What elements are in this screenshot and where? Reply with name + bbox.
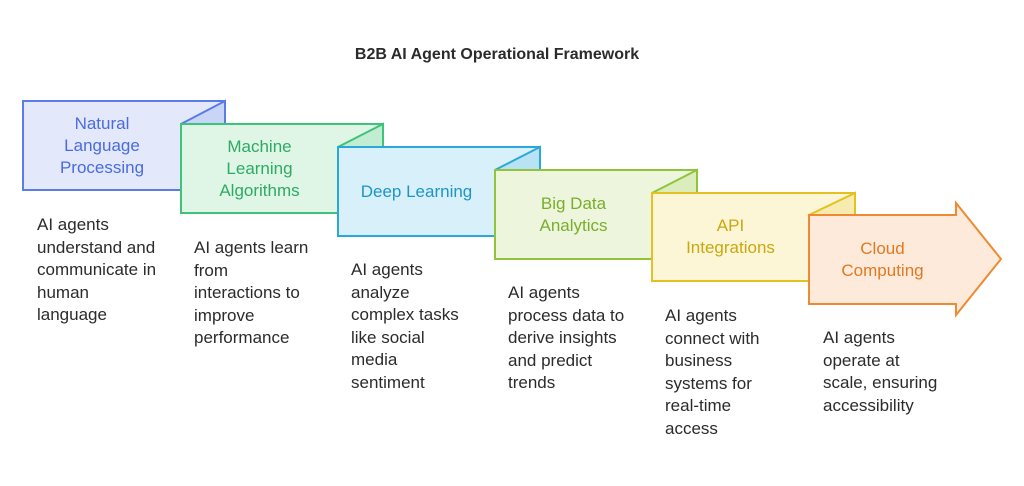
stage-4-label: Big Data Analytics [539, 193, 608, 235]
stage-2-label: Machine Learning Algorithms [219, 136, 300, 200]
stage-2-shape [180, 122, 384, 214]
diagram-title: B2B AI Agent Operational Framework [354, 46, 640, 63]
stage-2-description: AI agents learn from interactions to imp… [194, 238, 309, 347]
stage-1-description: AI agents understand and communicate in … [37, 215, 157, 324]
stage-6-label: Cloud Computing [841, 238, 924, 280]
stage-3-shape [337, 145, 541, 237]
stage-3-label: Deep Learning [360, 181, 473, 201]
stage-6-description: AI agents operate at scale, ensuring acc… [823, 328, 938, 415]
stage-6-shape [808, 200, 1003, 318]
stage-6-arrow [808, 200, 1003, 318]
stage-4-shape [494, 168, 698, 260]
stage-3-description: AI agents analyze complex tasks like soc… [351, 260, 459, 392]
stage-1-label: Natural Language Processing [59, 113, 145, 177]
stage-5-label: API Integrations [686, 216, 775, 257]
stage-5-description: AI agents connect with business systems … [665, 306, 760, 438]
stage-4-description: AI agents process data to derive insight… [508, 283, 625, 392]
